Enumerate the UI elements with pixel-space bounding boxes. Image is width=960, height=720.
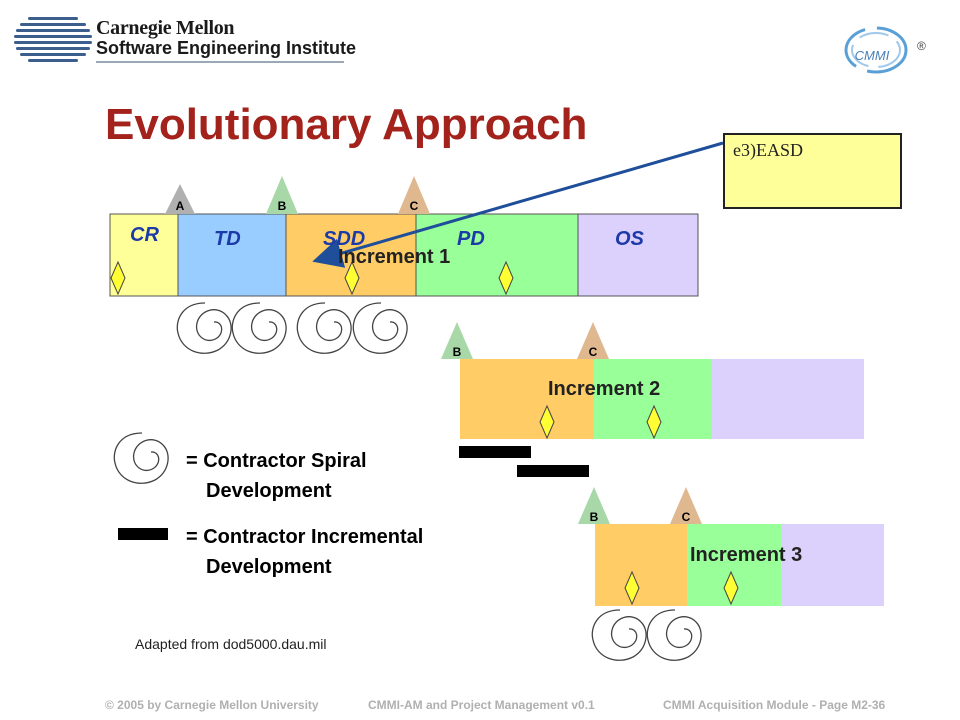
phase-os-block: [577, 213, 699, 297]
legend-spiral-line1: = Contractor Spiral: [186, 450, 367, 472]
increment-3-support-block: [781, 524, 884, 606]
increment-3-label: Increment 3: [690, 544, 803, 566]
milestone-c-label: C: [589, 345, 598, 359]
milestone-c-triangle: [670, 487, 702, 524]
phase-label-sdd: SDD: [323, 228, 366, 250]
increment-3-design-block: [595, 524, 687, 606]
review-diamond: [539, 404, 555, 440]
legend-incremental-line2: Development: [206, 556, 332, 578]
footer-module: CMMI Acquisition Module - Page M2-36: [663, 698, 886, 712]
phase-label-pd: PD: [457, 228, 485, 250]
contractor-spiral-icons: [176, 302, 408, 354]
spiral-icon: [352, 302, 408, 354]
milestone-c-label: C: [410, 199, 419, 213]
increment-2-bar: [460, 359, 864, 439]
milestone-b-label: B: [278, 199, 287, 213]
increment-1-bar: [109, 213, 699, 297]
sei-logo-icon: [14, 17, 92, 62]
legend-incremental-bar: [118, 528, 168, 540]
legend-spiral-text: = Contractor Spiral Development: [186, 446, 367, 506]
cmmi-logo-label: CMMI: [855, 48, 890, 63]
increment-2-design-block: [460, 359, 594, 439]
page-title: Evolutionary Approach: [105, 100, 588, 149]
spiral-icon: [646, 609, 702, 661]
annotation-arrow: [312, 141, 724, 268]
sei-logo-text: Carnegie Mellon Software Engineering Ins…: [96, 18, 356, 58]
legend-incremental-line1: = Contractor Incremental: [186, 526, 424, 548]
spiral-icon: [176, 302, 232, 354]
logo-line-sei: Software Engineering Institute: [96, 38, 357, 58]
milestone-b-triangle: [266, 176, 298, 214]
spiral-icon: [591, 609, 647, 661]
review-diamond: [723, 570, 739, 606]
phase-td-block: [177, 213, 287, 297]
legend-spiral-icon: [113, 432, 169, 484]
milestone-a-triangle: [165, 184, 195, 214]
phase-pd-block: [415, 213, 579, 297]
milestone-b-triangle: [441, 322, 473, 359]
milestone-c-triangle: [398, 176, 430, 214]
footer-course: CMMI-AM and Project Management v0.1: [368, 698, 595, 712]
contractor-spiral-icons: [591, 609, 702, 661]
milestone-a-label: A: [176, 199, 185, 213]
legend-incremental-text: = Contractor Incremental Development: [186, 522, 423, 582]
increment-2-support-block: [712, 359, 864, 439]
incremental-development-bar: [459, 446, 531, 458]
incremental-development-bar: [517, 465, 589, 477]
milestone-c-label: C: [682, 510, 691, 524]
registered-mark: ®: [917, 39, 926, 53]
phase-label-td: TD: [214, 228, 241, 250]
annotation-note: e3)EASD: [723, 133, 902, 209]
review-diamond: [624, 570, 640, 606]
footer-copyright: © 2005 by Carnegie Mellon University: [105, 698, 319, 712]
increment-2-label: Increment 2: [548, 378, 661, 400]
review-diamond: [646, 404, 662, 440]
legend-spiral-line2: Development: [206, 480, 332, 502]
review-diamond: [110, 260, 126, 296]
cmmi-logo-icon: CMMI ®: [844, 26, 926, 74]
spiral-icon: [296, 302, 352, 354]
source-credit: Adapted from dod5000.dau.mil: [135, 636, 327, 652]
increment-1-label: Increment 1: [338, 246, 451, 268]
phase-label-os: OS: [615, 228, 644, 250]
milestone-c-triangle: [577, 322, 609, 359]
logo-underline: [96, 61, 344, 63]
spiral-icon: [231, 302, 287, 354]
phase-label-cr: CR: [130, 224, 159, 246]
review-diamond: [344, 260, 360, 296]
review-diamond: [498, 260, 514, 296]
logo-line-cmu: Carnegie Mellon: [96, 17, 235, 39]
milestone-b-label: B: [590, 510, 599, 524]
milestone-b-label: B: [453, 345, 462, 359]
milestone-b-triangle: [578, 487, 610, 524]
